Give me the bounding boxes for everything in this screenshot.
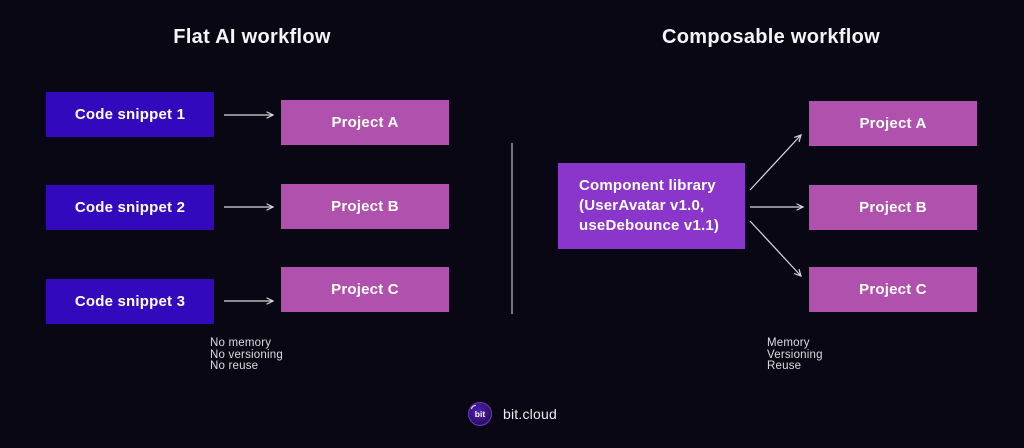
brand-text: bit.cloud: [503, 406, 557, 422]
arrow-library-projectC: [749, 220, 802, 277]
composable-workflow-title: Composable workflow: [662, 26, 880, 48]
composable-project-c-box: Project C: [809, 267, 977, 312]
bit-logo-text: bit: [474, 409, 486, 419]
code-snippet-2-box: Code snippet 2: [46, 185, 214, 230]
component-library-box: Component library (UserAvatar v1.0, useD…: [558, 163, 745, 249]
footer-brand: bit bit.cloud: [468, 402, 557, 426]
composable-project-a-box: Project A: [809, 101, 977, 146]
flat-footnote-line-3: No reuse: [210, 360, 259, 372]
flat-project-c-box: Project C: [281, 267, 449, 312]
bit-logo-icon: bit: [468, 402, 492, 426]
flat-footnote-line-1: No memory: [210, 337, 272, 349]
composable-footnote-line-2: Versioning: [767, 348, 823, 361]
code-snippet-1-box: Code snippet 1: [46, 92, 214, 137]
flat-footnote-line-2: No versioning: [210, 348, 283, 361]
library-line-1: Component library: [579, 177, 716, 194]
flat-project-a-box: Project A: [281, 100, 449, 145]
flat-workflow-title: Flat AI workflow: [173, 26, 331, 48]
composable-project-b-box: Project B: [809, 185, 977, 230]
library-line-3: useDebounce v1.1): [579, 217, 720, 234]
composable-footnote: Memory Versioning Reuse: [767, 337, 823, 373]
code-snippet-3-box: Code snippet 3: [46, 279, 214, 324]
flat-project-b-box: Project B: [281, 184, 449, 229]
flat-footnote: No memory No versioning No reuse: [210, 337, 283, 373]
composable-footnote-line-3: Reuse: [767, 360, 802, 372]
composable-footnote-line-1: Memory: [767, 337, 810, 349]
arrow-library-projectA: [749, 134, 802, 191]
library-line-2: (UserAvatar v1.0,: [579, 197, 705, 214]
